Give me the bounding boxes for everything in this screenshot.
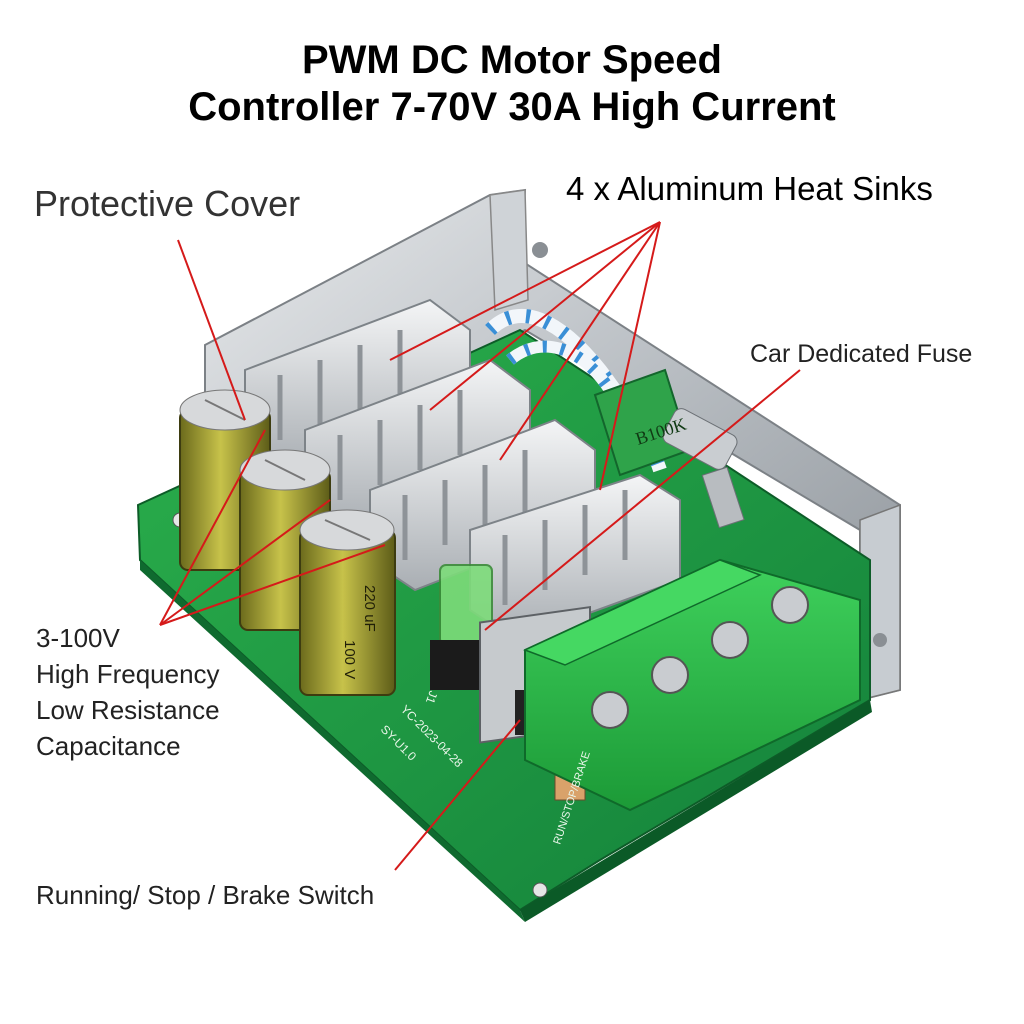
capacitors bbox=[179, 389, 396, 696]
callout-capacitance-line-1: 3-100V bbox=[36, 623, 120, 653]
callout-capacitance-line-4: Capacitance bbox=[36, 731, 181, 761]
callout-line-cover bbox=[177, 239, 246, 421]
callout-line-cap-2 bbox=[159, 499, 331, 626]
callout-capacitance: 3-100V High Frequency Low Resistance Cap… bbox=[36, 620, 220, 764]
heat-sink bbox=[369, 418, 596, 592]
page-title-line-1: PWM DC Motor Speed bbox=[302, 38, 722, 82]
potentiometer bbox=[593, 368, 745, 529]
capacitor bbox=[299, 509, 396, 696]
callout-line-fuse bbox=[484, 369, 801, 631]
callout-line-sink-2 bbox=[429, 221, 661, 411]
callout-line-sink-1 bbox=[389, 221, 661, 361]
terminal-block bbox=[523, 558, 861, 812]
callout-capacitance-line-2: High Frequency bbox=[36, 659, 220, 689]
capacitor-voltage-label: 100 V bbox=[341, 640, 358, 679]
callout-line-sink-3 bbox=[499, 221, 661, 461]
callout-fuse: Car Dedicated Fuse bbox=[750, 340, 973, 368]
callout-capacitance-line-3: Low Resistance bbox=[36, 695, 220, 725]
capacitor-rating-label: 220 uF bbox=[361, 585, 378, 632]
connector-label: J1 bbox=[423, 689, 441, 706]
callout-switch: Running/ Stop / Brake Switch bbox=[36, 880, 375, 910]
page-title-line-2: Controller 7-70V 30A High Current bbox=[188, 85, 836, 129]
callout-lines bbox=[159, 221, 801, 871]
callout-line-switch bbox=[394, 719, 521, 871]
callout-heat-sinks: 4 x Aluminum Heat Sinks bbox=[566, 170, 933, 207]
callout-protective-cover: Protective Cover bbox=[34, 183, 301, 224]
callout-line-sink-4 bbox=[599, 221, 661, 491]
callout-line-cap-3 bbox=[159, 544, 386, 626]
callout-line-cap-1 bbox=[159, 429, 266, 626]
